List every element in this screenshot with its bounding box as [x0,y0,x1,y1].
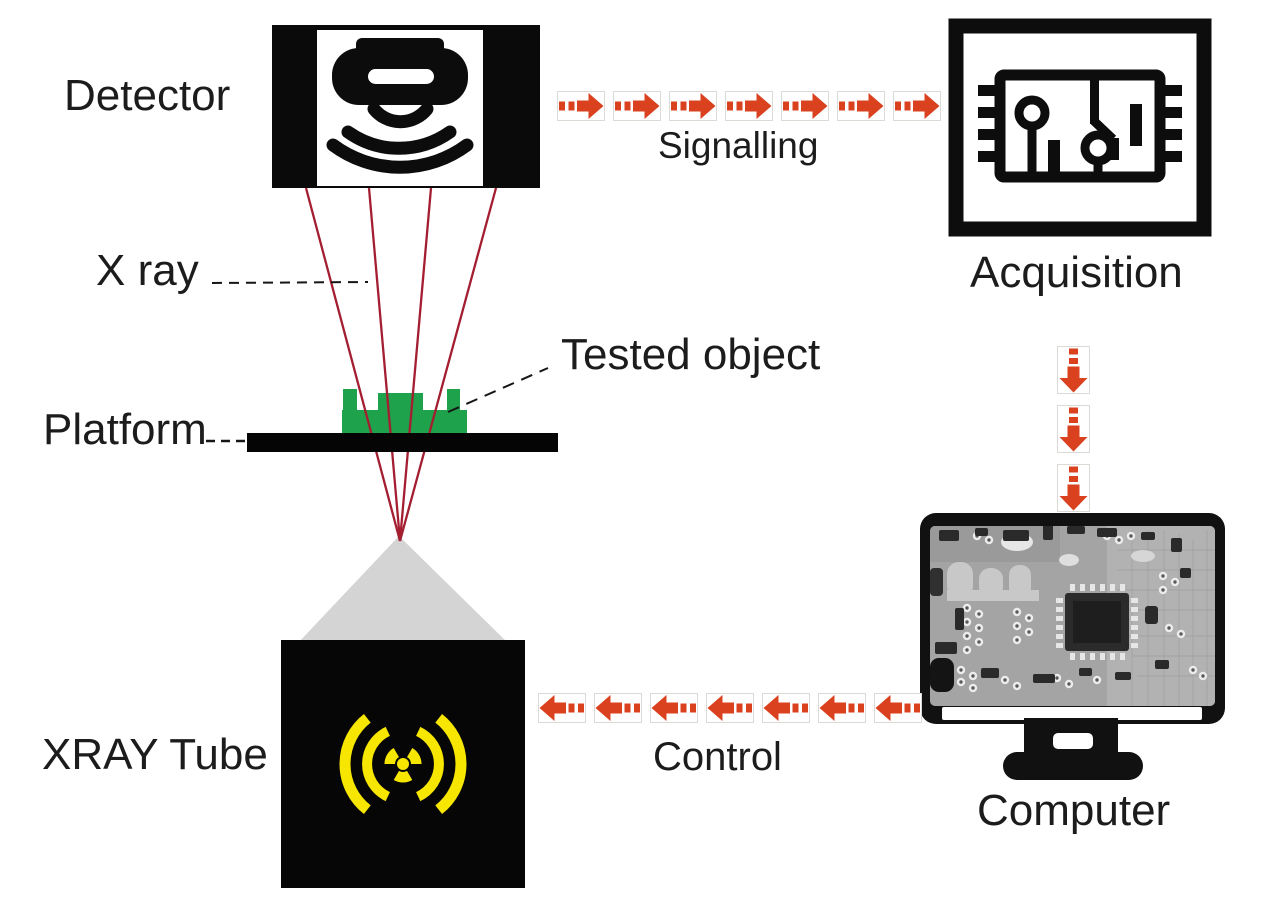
xray-tube-box [281,640,525,888]
computer-label: Computer [977,786,1171,835]
pcb-xray-screen [930,526,1215,706]
monitor-base [1003,752,1143,780]
dashed-arrow-left-icon [594,693,642,723]
dashed-arrow-right-icon [613,91,661,121]
dashed-arrow-right-icon [781,91,829,121]
dashed-arrow-left-icon [650,693,698,723]
platform-label: Platform [43,405,207,454]
acquisition-label: Acquisition [970,248,1183,297]
detector-box [272,25,540,188]
dashed-arrow-right-icon [837,91,885,121]
acquisition-to-computer-arrows [1057,346,1090,512]
dashed-arrow-right-icon [669,91,717,121]
dashed-arrow-down-icon [1057,405,1090,453]
xray-tube-label: XRAY Tube [42,730,268,779]
tested-object-label: Tested object [561,330,821,379]
dashed-arrow-left-icon [874,693,922,723]
tested-object-leader-line [447,367,549,413]
platform-bar [247,433,558,452]
xray-label: X ray [96,246,199,295]
signalling-label: Signalling [658,125,819,166]
circuit-chip-icon [948,18,1212,237]
control-label: Control [653,735,782,779]
dashed-arrow-down-icon [1057,464,1090,512]
radiation-emitter-icon [339,713,467,814]
monitor-bottom-strip [942,707,1202,720]
tested-object-shape [342,389,467,434]
monitor-neck-hole [1053,733,1093,749]
radiation-detector-icon [326,38,474,174]
signalling-arrows [557,91,941,121]
dashed-arrow-left-icon [538,693,586,723]
detector-label: Detector [64,71,231,120]
xray-beam-lines [304,187,498,542]
dashed-arrow-right-icon [557,91,605,121]
monitor-with-pcb-xray-icon [920,513,1225,780]
dashed-arrow-left-icon [762,693,810,723]
dashed-arrow-down-icon [1057,346,1090,394]
dashed-arrow-left-icon [706,693,754,723]
beam-cone-shape [297,536,509,644]
detector-panel [317,30,483,186]
dashed-arrow-right-icon [893,91,941,121]
control-arrows [538,693,922,723]
dashed-arrow-right-icon [725,91,773,121]
xray-leader-line [211,281,369,284]
dashed-arrow-left-icon [818,693,866,723]
